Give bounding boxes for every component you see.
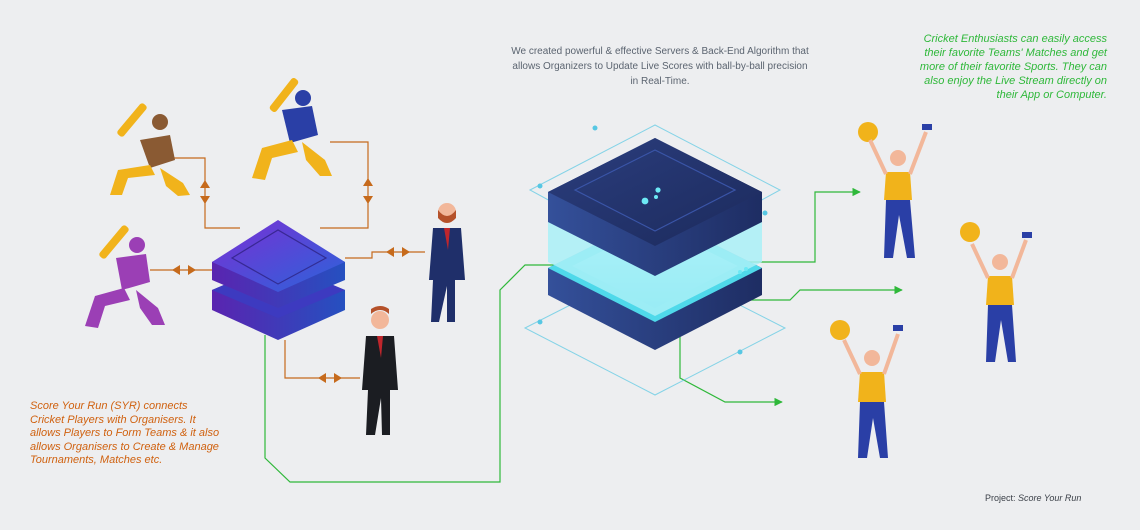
cricket-batsman-icon [85,225,165,328]
project-label: Project: [985,493,1016,503]
cheering-fan-icon [858,122,932,258]
cheering-fan-icon [830,320,903,458]
cricket-batsman-icon [110,103,190,196]
double-arrow-icon [386,247,410,257]
syr-description: Score Your Run (SYR) connects Cricket Pl… [30,400,220,466]
businessman-icon [429,203,465,322]
orange-connectors [150,141,425,379]
businessman-icon [362,306,398,435]
green-connectors [264,187,903,483]
project-name: Score Your Run [1018,493,1082,503]
layered-platform-icon [212,220,345,340]
double-arrow-icon [318,373,342,383]
cheering-fan-icon [960,222,1032,362]
server-description: We created powerful & effective Servers … [511,46,809,87]
cricket-batsman-icon [252,77,332,180]
fans-description: Cricket Enthusiasts can easily access th… [919,33,1107,101]
server-stack-icon [523,124,787,396]
double-arrow-icon [200,180,210,204]
double-arrow-icon [172,265,196,275]
double-arrow-icons [172,178,410,383]
project-caption: Project: Score Your Run [985,493,1081,503]
double-arrow-icon [363,178,373,204]
